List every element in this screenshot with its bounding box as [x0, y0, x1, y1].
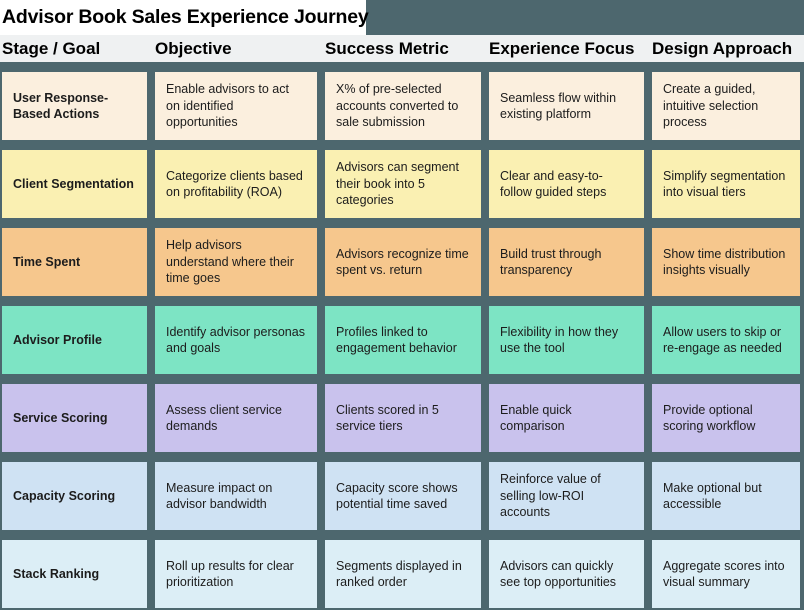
objective-cell: Measure impact on advisor bandwidth — [155, 462, 317, 530]
title-background: Advisor Book Sales Experience Journey — [0, 0, 369, 35]
design-approach-cell: Create a guided, intuitive selection pro… — [652, 72, 800, 140]
experience-focus-cell: Advisors can quickly see top opportuniti… — [489, 540, 644, 608]
page-title: Advisor Book Sales Experience Journey — [2, 6, 369, 28]
objective-cell: Help advisors understand where their tim… — [155, 228, 317, 296]
success-metric-cell: Capacity score shows potential time save… — [325, 462, 481, 530]
objective-cell: Categorize clients based on profitabilit… — [155, 150, 317, 218]
column-header-experience-focus: Experience Focus — [489, 38, 635, 58]
success-metric-cell: Advisors recognize time spent vs. return — [325, 228, 481, 296]
experience-focus-cell: Seamless flow within existing platform — [489, 72, 644, 140]
objective-cell: Identify advisor personas and goals — [155, 306, 317, 374]
design-approach-cell: Make optional but accessible — [652, 462, 800, 530]
column-header-objective: Objective — [155, 38, 232, 58]
design-approach-cell: Provide optional scoring workflow — [652, 384, 800, 452]
design-approach-cell: Allow users to skip or re-engage as need… — [652, 306, 800, 374]
success-metric-cell: Profiles linked to engagement behavior — [325, 306, 481, 374]
journey-table: User Response-Based Actions Enable advis… — [0, 62, 804, 608]
experience-focus-cell: Build trust through transparency — [489, 228, 644, 296]
stage-cell: Service Scoring — [2, 384, 147, 452]
success-metric-cell: X% of pre-selected accounts converted to… — [325, 72, 481, 140]
stage-cell: User Response-Based Actions — [2, 72, 147, 140]
stage-cell: Capacity Scoring — [2, 462, 147, 530]
column-header-success-metric: Success Metric — [325, 38, 449, 58]
column-header-design-approach: Design Approach — [652, 38, 793, 58]
success-metric-cell: Clients scored in 5 service tiers — [325, 384, 481, 452]
stage-cell: Advisor Profile — [2, 306, 147, 374]
design-approach-cell: Simplify segmentation into visual tiers — [652, 150, 800, 218]
experience-focus-cell: Enable quick comparison — [489, 384, 644, 452]
objective-cell: Assess client service demands — [155, 384, 317, 452]
experience-focus-cell: Clear and easy-to-follow guided steps — [489, 150, 644, 218]
stage-cell: Time Spent — [2, 228, 147, 296]
stage-cell: Stack Ranking — [2, 540, 147, 608]
title-strip: Advisor Book Sales Experience Journey — [0, 0, 804, 35]
experience-focus-cell: Flexibility in how they use the tool — [489, 306, 644, 374]
table-header-row: Stage / Goal Objective Success Metric Ex… — [0, 35, 804, 62]
success-metric-cell: Advisors can segment their book into 5 c… — [325, 150, 481, 218]
success-metric-cell: Segments displayed in ranked order — [325, 540, 481, 608]
design-approach-cell: Show time distribution insights visually — [652, 228, 800, 296]
experience-focus-cell: Reinforce value of selling low-ROI accou… — [489, 462, 644, 530]
objective-cell: Roll up results for clear prioritization — [155, 540, 317, 608]
column-header-stage-goal: Stage / Goal — [2, 38, 101, 58]
stage-cell: Client Segmentation — [2, 150, 147, 218]
design-approach-cell: Aggregate scores into visual summary — [652, 540, 800, 608]
objective-cell: Enable advisors to act on identified opp… — [155, 72, 317, 140]
